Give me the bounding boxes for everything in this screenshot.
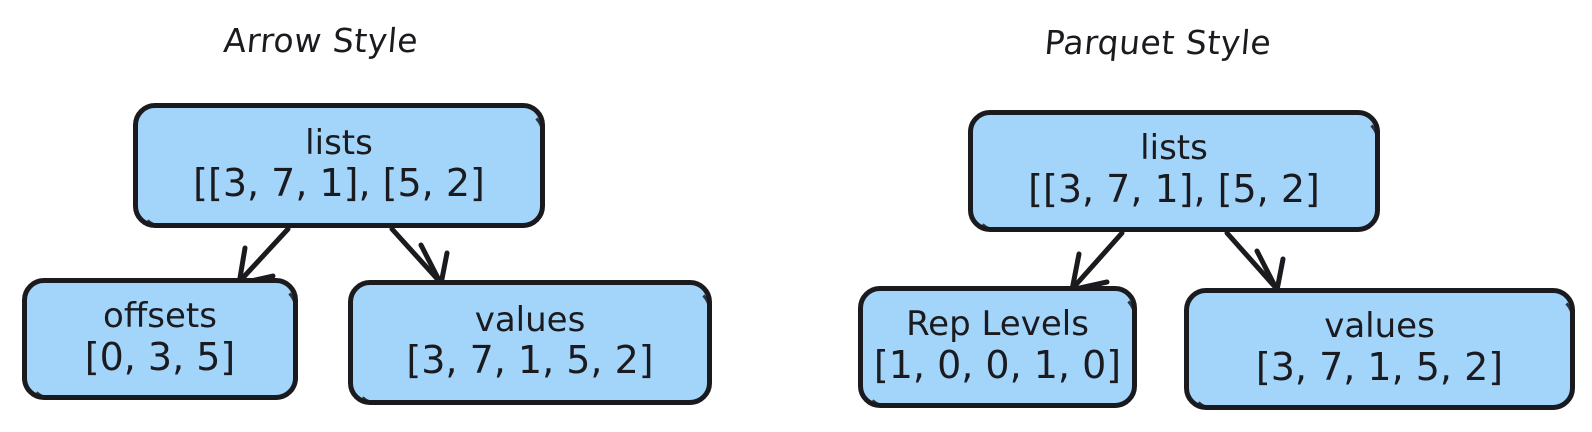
node-label: values: [1324, 306, 1435, 347]
node-label: Rep Levels: [906, 304, 1089, 345]
node-parquet-lists[interactable]: lists [[3, 7, 1], [5, 2]: [968, 110, 1380, 232]
node-value: [[3, 7, 1], [5, 2]: [1028, 166, 1320, 211]
edge-lists-to-values-parquet: [1224, 230, 1286, 293]
node-value: [[3, 7, 1], [5, 2]: [193, 161, 485, 206]
panel-title-arrow-style: Arrow Style: [222, 21, 420, 60]
node-arrow-offsets[interactable]: offsets [0, 3, 5]: [22, 278, 298, 400]
node-arrow-values[interactable]: values [3, 7, 1, 5, 2]: [348, 280, 712, 405]
node-value: [3, 7, 1, 5, 2]: [406, 338, 654, 383]
node-label: lists: [305, 122, 373, 163]
node-label: values: [474, 299, 586, 340]
edge-lists-to-rep-levels: [1068, 230, 1125, 293]
edge-lists-to-offsets: [235, 226, 291, 287]
node-parquet-rep-levels[interactable]: Rep Levels [1, 0, 0, 1, 0]: [858, 286, 1137, 408]
node-arrow-lists[interactable]: lists [[3, 7, 1], [5, 2]: [133, 103, 545, 228]
node-value: [0, 3, 5]: [84, 334, 236, 379]
node-parquet-values[interactable]: values [3, 7, 1, 5, 2]: [1184, 288, 1575, 410]
panel-title-parquet-style: Parquet Style: [1042, 23, 1274, 62]
edge-lists-to-values: [389, 226, 450, 287]
node-label: offsets: [103, 296, 217, 337]
node-value: [3, 7, 1, 5, 2]: [1255, 344, 1504, 389]
node-value: [1, 0, 0, 1, 0]: [873, 342, 1122, 387]
node-label: lists: [1140, 128, 1208, 169]
